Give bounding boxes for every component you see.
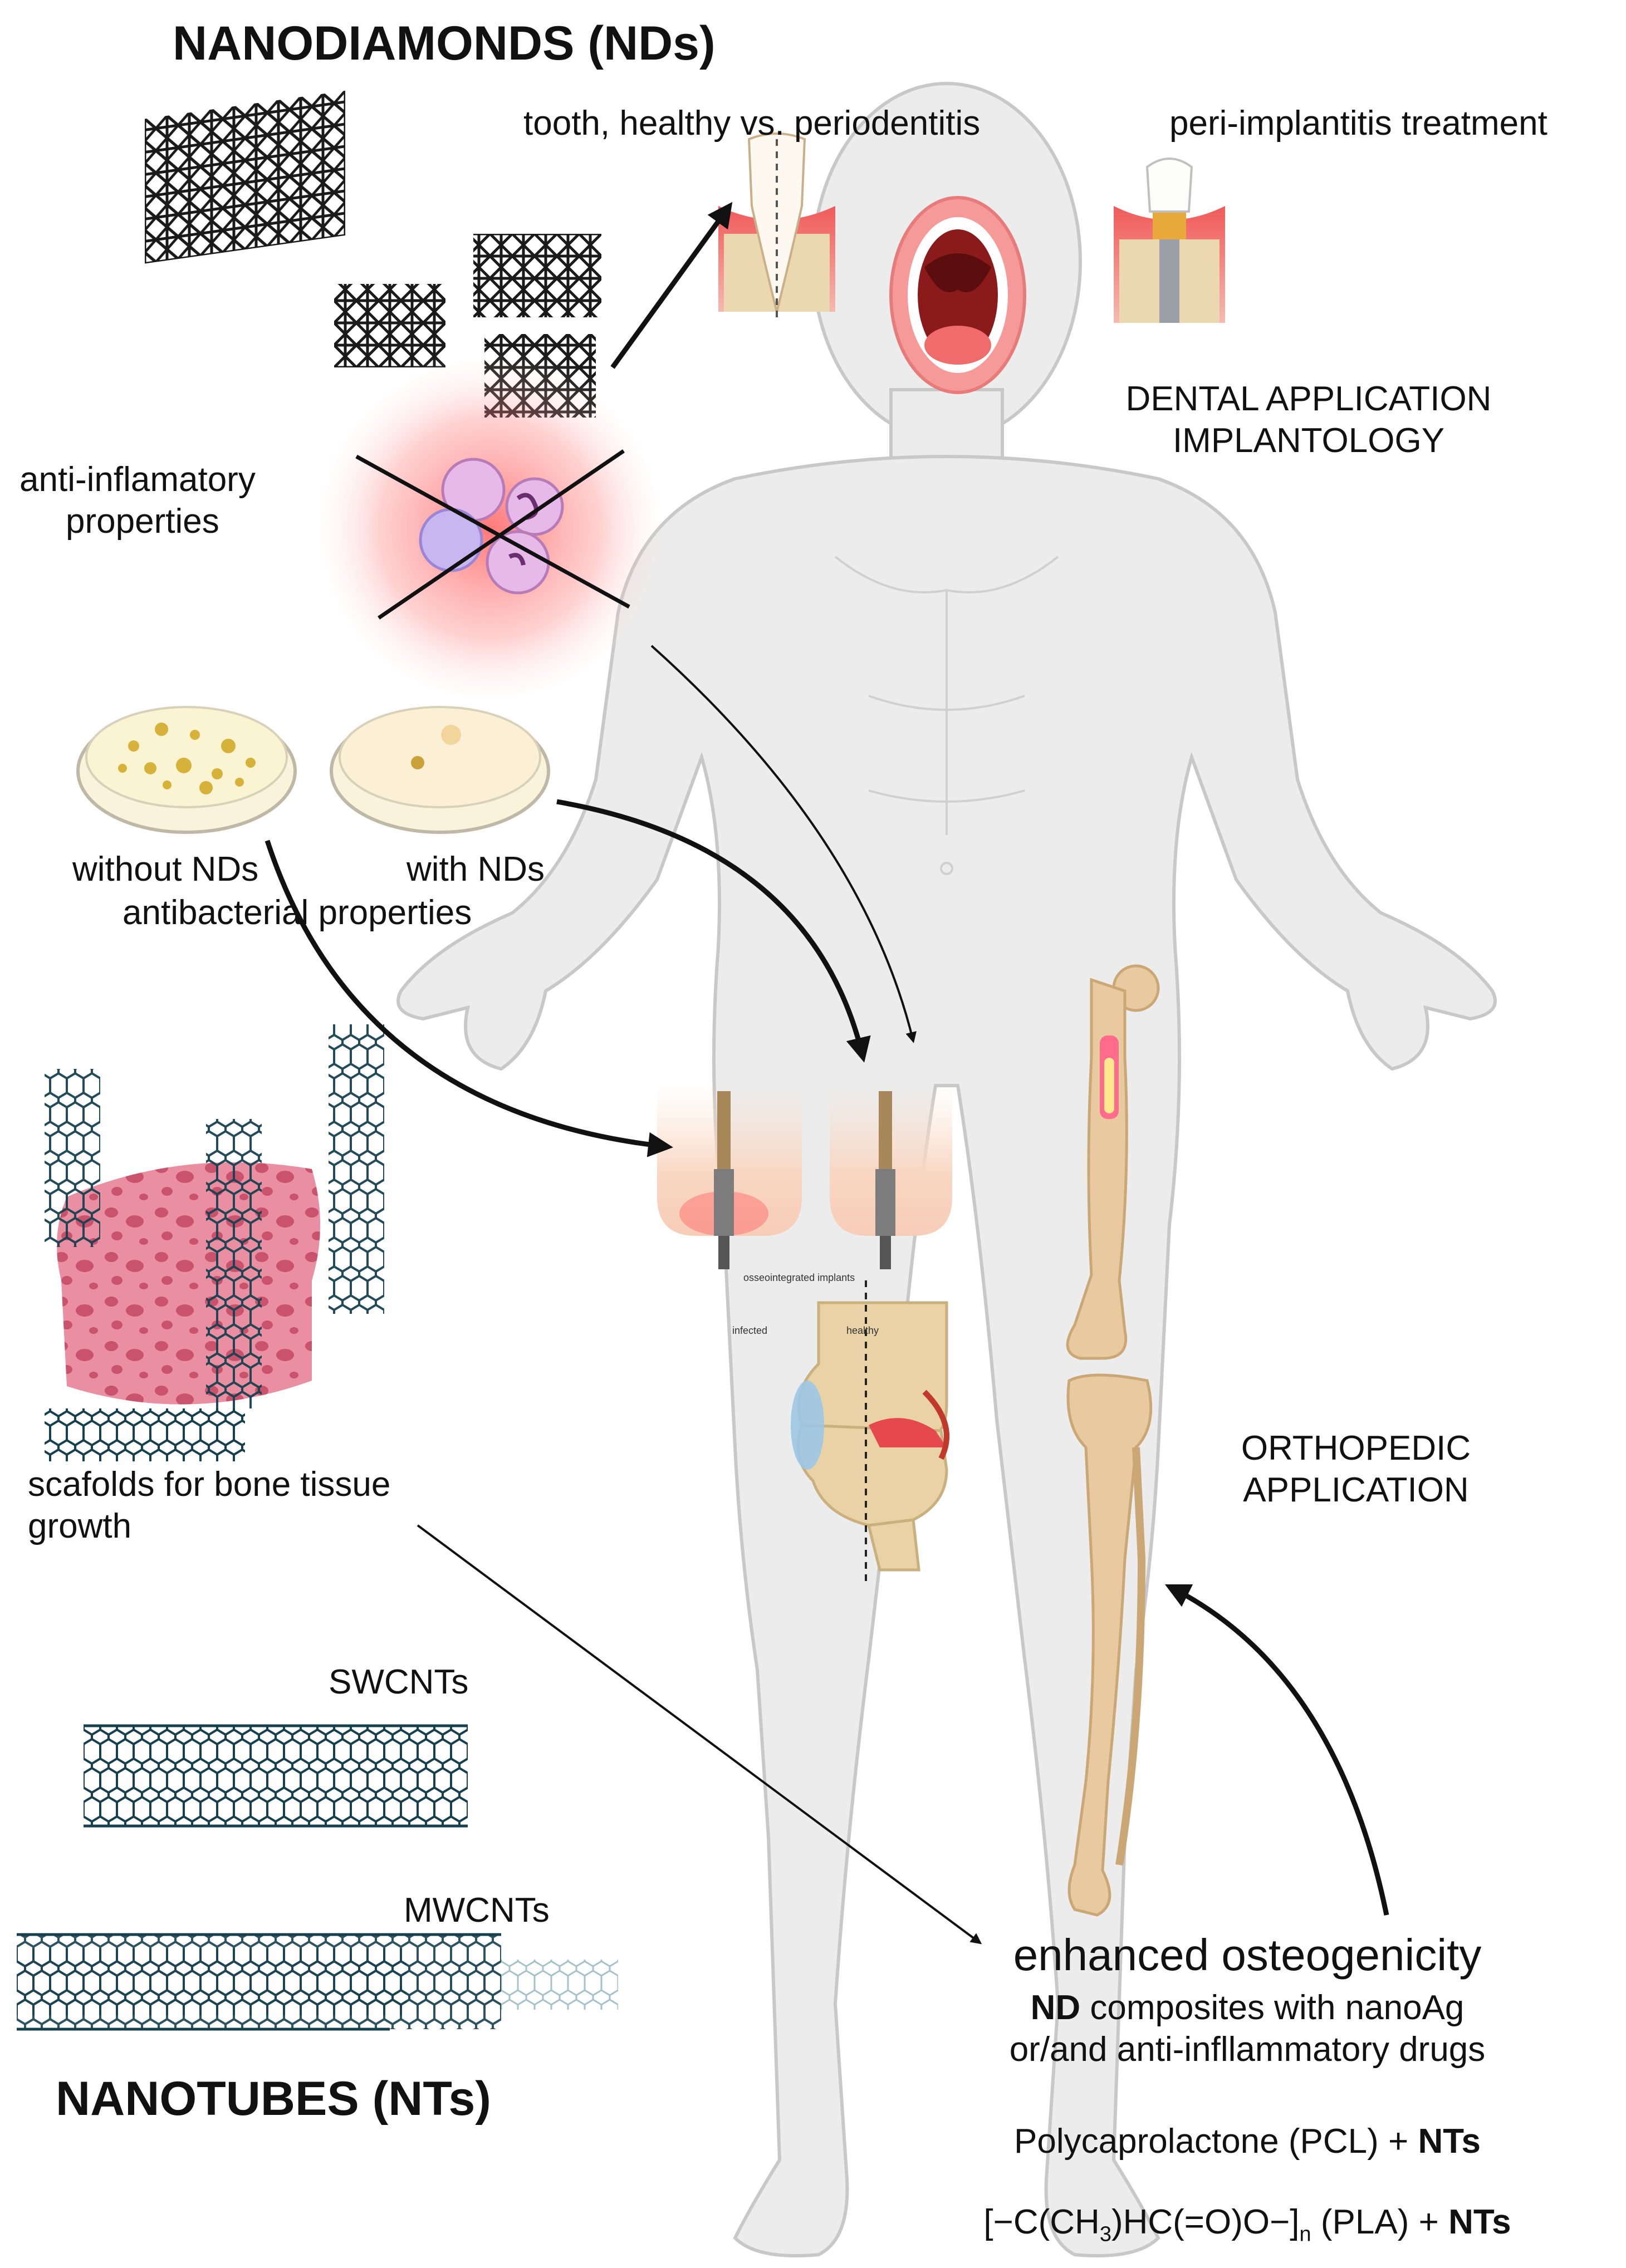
without-nds-label: without NDs: [72, 850, 259, 888]
pcl-line: Polycaprolactone (PCL) + NTs: [1014, 2121, 1481, 2162]
nanodiamond-large: [145, 90, 345, 264]
pla-text-c: (PLA) +: [1311, 2203, 1449, 2241]
mwcnt-tube: [17, 1933, 618, 2031]
infected-label: infected: [732, 1325, 768, 1336]
arrow-nd-to-tooth: [610, 202, 733, 369]
nd-composites-bold: ND: [1030, 1989, 1081, 2027]
pcl-text: Polycaprolactone (PCL) +: [1014, 2122, 1418, 2161]
implant-illustration: [1114, 158, 1225, 323]
pla-sub-1: 3: [1099, 2222, 1111, 2246]
pla-text-a: [−C(CH: [983, 2203, 1100, 2241]
pla-line: [−C(CH3)HC(=O)O−]n (PLA) + NTs: [983, 2202, 1511, 2247]
mwcnts-label: MWCNTs: [404, 1891, 550, 1930]
nanotubes-title: NANOTUBES (NTs): [56, 2072, 491, 2125]
nanodiamonds-title: NANODIAMONDS (NDs): [173, 17, 716, 70]
dental-application-label-2: IMPLANTOLOGY: [1172, 421, 1445, 460]
arrows: [265, 202, 1389, 1945]
pcl-bold: NTs: [1418, 2122, 1481, 2161]
swcnts-label: SWCNTs: [329, 1663, 469, 1701]
orthopedic-label-2: APPLICATION: [1243, 1471, 1469, 1509]
healthy-label: healthy: [846, 1325, 879, 1336]
thigh-implant-infected: [657, 1086, 802, 1269]
thigh-implant-healthy: [830, 1086, 952, 1269]
anti-inflammatory-label-1: anti-inflamatory: [19, 460, 256, 499]
pla-bold: NTs: [1448, 2203, 1511, 2241]
orthopedic-label-1: ORTHOPEDIC: [1241, 1429, 1471, 1467]
scaffold-label-1: scafolds for bone tissue: [28, 1465, 391, 1504]
dental-application-label-1: DENTAL APPLICATION: [1125, 380, 1492, 418]
pla-sub-2: n: [1299, 2222, 1311, 2246]
arrow-dish-to-infected: [265, 840, 673, 1157]
peri-implantitis-label: peri-implantitis treatment: [1169, 104, 1547, 143]
anti-inflammatory-drugs-line: or/and anti-infllammatory drugs: [1009, 2030, 1486, 2069]
tooth-label: tooth, healthy vs. periodentitis: [523, 104, 981, 143]
petri-dish-with-nds: [330, 706, 550, 834]
cross-line-2: [378, 449, 625, 620]
arrow-dish-to-healthy: [556, 799, 871, 1063]
knee-joint: [791, 1280, 949, 1581]
nd-composites-rest: composites with nanoAg: [1080, 1989, 1465, 2027]
with-nds-label: with NDs: [406, 850, 545, 888]
femur-bone: [1066, 964, 1160, 1360]
arrow-inflam-to-implant: [650, 645, 917, 1043]
body-contours: [834, 556, 1059, 875]
swcnt-tube: [84, 1724, 468, 1828]
pla-text-b: )HC(=O)O−]: [1111, 2203, 1300, 2241]
antibacterial-label: antibacterial properties: [123, 894, 472, 932]
arrow-osteo-to-bone: [1164, 1584, 1389, 1916]
anti-inflammatory-label-2: properties: [66, 502, 219, 541]
scaffold-label-2: growth: [28, 1507, 132, 1545]
tibia-bone: [1066, 1373, 1153, 1917]
petri-dish-without-nds: [76, 706, 297, 834]
osteogenicity-title: enhanced osteogenicity: [1013, 1930, 1482, 1980]
nanodiamond-small-2: [473, 234, 601, 317]
nd-composites-line: ND composites with nanoAg: [1031, 1987, 1465, 2028]
arrow-scaffold-to-osteo: [417, 1524, 982, 1945]
open-mouth: [889, 196, 1026, 394]
bone-scaffold: [45, 1024, 384, 1461]
cross-line-1: [355, 454, 630, 609]
nanodiamond-small-1: [334, 284, 445, 367]
osseointegrated-implants-label: osseointegrated implants: [743, 1272, 855, 1283]
tooth-illustration: [718, 132, 835, 317]
inflammation-cells: [306, 345, 674, 713]
